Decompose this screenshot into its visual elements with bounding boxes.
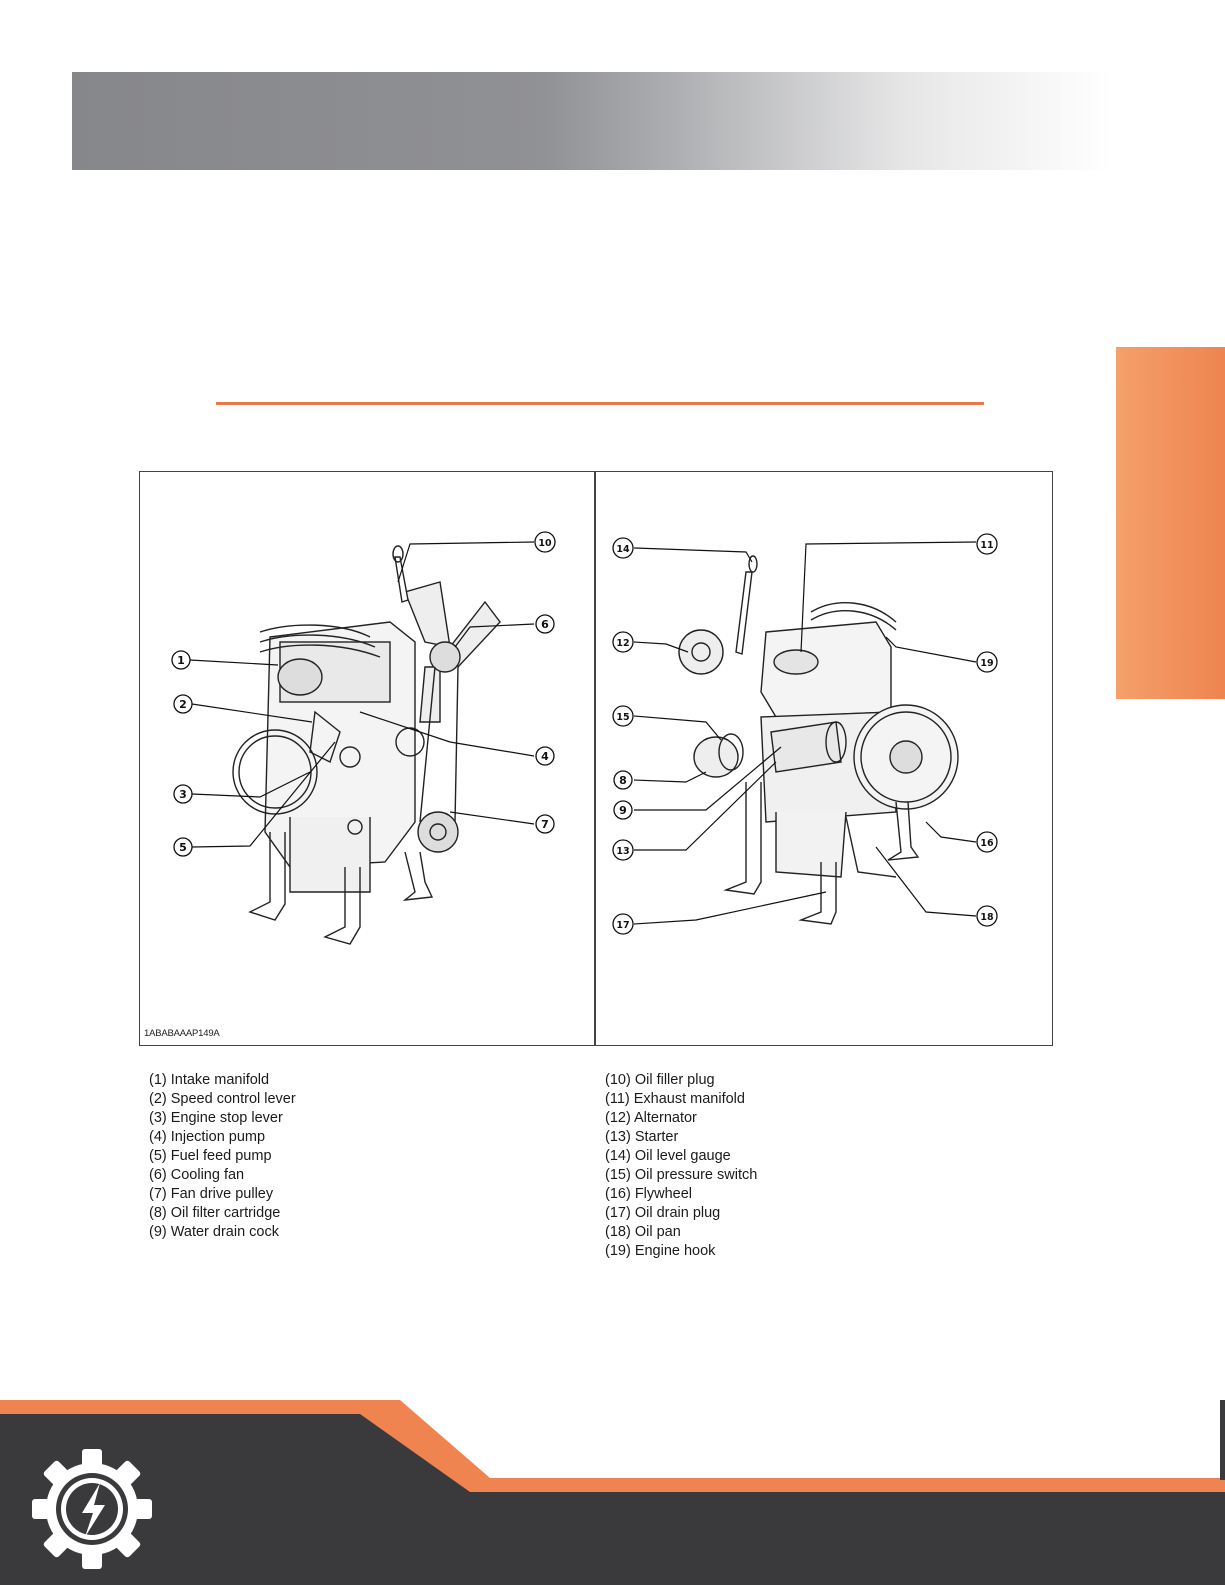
legend-item: (9) Water drain cock [149, 1224, 279, 1240]
callout-17: 17 [612, 913, 634, 935]
legend-item: (6) Cooling fan [149, 1167, 245, 1183]
legend-item: (19) Engine hook [605, 1243, 716, 1259]
legend-item: (12) Alternator [605, 1110, 697, 1126]
svg-text:9: 9 [619, 804, 627, 817]
callout-1: 1 [171, 650, 191, 670]
callout-7: 7 [535, 814, 555, 834]
svg-text:16: 16 [980, 838, 994, 849]
engine-figure-frame [139, 471, 1053, 1046]
legend-item: (13) Starter [605, 1129, 679, 1145]
parts-legend-right: (10) Oil filler plug (11) Exhaust manifo… [605, 1071, 757, 1261]
legend-item: (3) Engine stop lever [149, 1110, 283, 1126]
svg-text:3: 3 [179, 788, 187, 801]
title-underline [216, 402, 984, 405]
callout-4: 4 [535, 746, 555, 766]
svg-text:10: 10 [538, 538, 552, 549]
callout-6: 6 [535, 614, 555, 634]
callout-12: 12 [612, 631, 634, 653]
legend-item: (8) Oil filter cartridge [149, 1205, 281, 1221]
svg-text:5: 5 [179, 841, 187, 854]
legend-item: (11) Exhaust manifold [605, 1091, 745, 1107]
legend-item: (5) Fuel feed pump [149, 1148, 272, 1164]
legend-item: (1) Intake manifold [149, 1072, 270, 1088]
callout-5: 5 [173, 837, 193, 857]
callout-11: 11 [976, 533, 998, 555]
svg-text:12: 12 [616, 638, 629, 649]
figure-divider [594, 471, 596, 1046]
gear-lightning-icon [32, 1449, 152, 1569]
callout-14: 14 [612, 537, 634, 559]
engine-rear-view-illustration: 14 11 12 19 15 8 9 13 16 17 18 [612, 533, 998, 935]
engine-front-view-illustration: 1 2 3 4 5 6 7 10 [171, 531, 556, 945]
svg-text:15: 15 [616, 712, 629, 723]
svg-text:8: 8 [619, 774, 627, 787]
legend-item: (2) Speed control lever [149, 1091, 296, 1107]
callout-2: 2 [173, 694, 193, 714]
svg-text:18: 18 [980, 912, 994, 923]
callout-9: 9 [613, 800, 633, 820]
legend-item: (10) Oil filler plug [605, 1072, 715, 1088]
callout-10: 10 [534, 531, 556, 553]
legend-item: (14) Oil level gauge [605, 1148, 731, 1164]
legend-item: (16) Flywheel [605, 1186, 693, 1202]
svg-text:6: 6 [541, 618, 549, 631]
callout-16: 16 [976, 831, 998, 853]
callout-3: 3 [173, 784, 193, 804]
legend-item: (15) Oil pressure switch [605, 1167, 758, 1183]
callout-8: 8 [613, 770, 633, 790]
header-band [72, 72, 1112, 170]
svg-text:11: 11 [980, 540, 993, 551]
legend-item: (18) Oil pan [605, 1224, 681, 1240]
svg-text:17: 17 [616, 920, 629, 931]
svg-text:14: 14 [616, 544, 630, 555]
callout-15: 15 [612, 705, 634, 727]
svg-text:7: 7 [541, 818, 549, 831]
legend-item: (17) Oil drain plug [605, 1205, 721, 1221]
figure-code: 1ABABAAAP149A [144, 1028, 220, 1039]
callout-19: 19 [976, 651, 998, 673]
svg-text:13: 13 [616, 846, 629, 857]
svg-text:19: 19 [980, 658, 993, 669]
svg-text:2: 2 [179, 698, 187, 711]
callout-18: 18 [976, 905, 998, 927]
legend-item: (7) Fan drive pulley [149, 1186, 274, 1202]
svg-text:1: 1 [177, 654, 185, 667]
svg-text:4: 4 [541, 750, 549, 763]
page-footer [0, 1400, 1225, 1585]
parts-legend-left: (1) Intake manifold (2) Speed control le… [149, 1071, 296, 1242]
legend-item: (4) Injection pump [149, 1129, 266, 1145]
chapter-side-tab [1116, 347, 1225, 699]
callout-13: 13 [612, 839, 634, 861]
